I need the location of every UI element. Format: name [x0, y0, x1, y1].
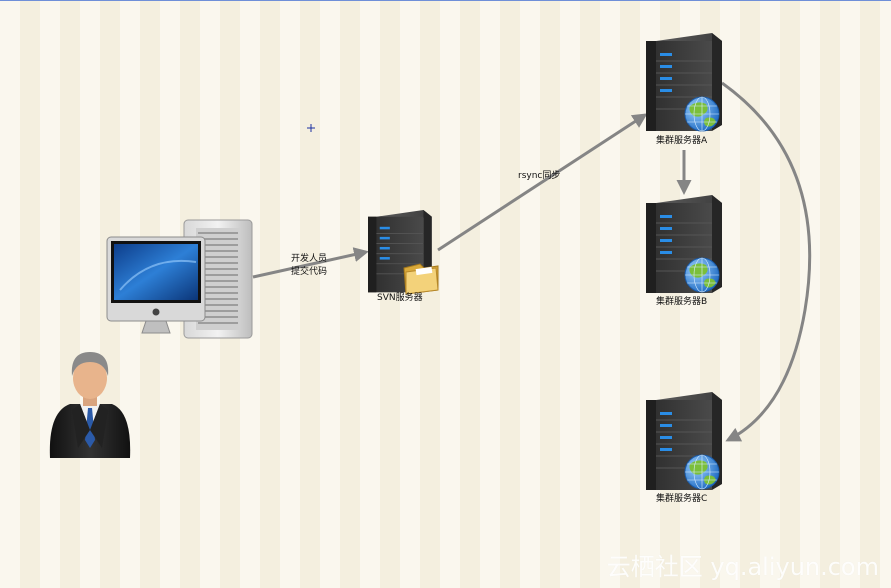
globe-icon: [684, 257, 720, 293]
server-b-label: 集群服务器B: [656, 297, 708, 307]
globe-icon: [684, 96, 720, 132]
edge-label-dev-line1: 开发人员: [291, 254, 328, 264]
server-a-to-c-arrow: [721, 81, 812, 442]
edge-label-dev-line2: 提交代码: [291, 267, 328, 277]
svn-to-server-a-arrow: [437, 113, 648, 252]
server-a-label: 集群服务器A: [656, 136, 708, 146]
cursor-crosshair-icon: [307, 124, 315, 132]
watermark-text: 云栖社区 yq.aliyun.com: [606, 553, 879, 581]
developer-person-icon: [49, 352, 131, 458]
svn-server-label: SVN服务器: [377, 293, 423, 303]
globe-icon: [684, 454, 720, 490]
developer-computer-icon: [106, 219, 253, 339]
top-border-line: [0, 0, 891, 1]
edge-label-rsync: rsync同步: [518, 171, 561, 181]
folder-icon: [403, 263, 439, 295]
dev-to-svn-arrow: [252, 247, 369, 279]
server-c-label: 集群服务器C: [656, 494, 708, 504]
